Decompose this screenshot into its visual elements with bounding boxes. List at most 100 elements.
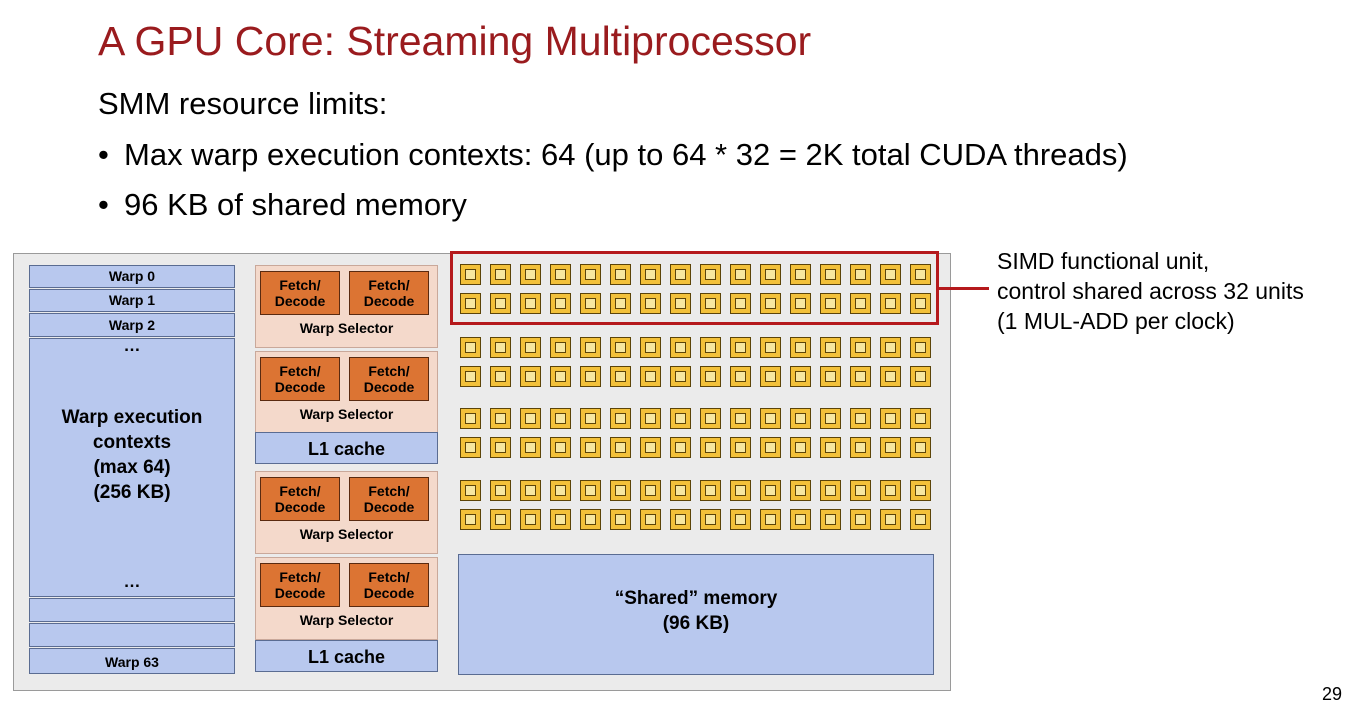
alu-unit (700, 293, 721, 314)
alu-unit (520, 264, 541, 285)
annotation-line: SIMD functional unit, (997, 248, 1210, 274)
bullet-warp-contexts: •Max warp execution contexts: 64 (up to … (98, 137, 1128, 173)
annotation-connector (939, 287, 989, 290)
alu-unit (460, 293, 481, 314)
alu-unit (790, 293, 811, 314)
alu-unit (520, 408, 541, 429)
alu-unit (700, 480, 721, 501)
fd-line: Fetch/ (279, 569, 321, 585)
alu-unit (550, 337, 571, 358)
fd-line: Fetch/ (368, 483, 410, 499)
alu-unit (790, 509, 811, 530)
alu-unit (760, 480, 781, 501)
alu-unit (640, 293, 661, 314)
alu-unit (700, 408, 721, 429)
fd-line: Decode (274, 585, 326, 601)
alu-unit (550, 480, 571, 501)
alu-unit (460, 408, 481, 429)
warp-scheduler-group: Fetch/Decode Fetch/Decode Warp Selector (255, 351, 438, 434)
alu-unit (910, 264, 931, 285)
fd-line: Decode (274, 293, 326, 309)
alu-unit (850, 480, 871, 501)
alu-unit (700, 366, 721, 387)
bullet-dot: • (98, 187, 109, 222)
alu-unit (700, 437, 721, 458)
warp-context-line: Warp execution (61, 407, 203, 428)
annotation-line: control shared across 32 units (997, 278, 1304, 304)
warp-scheduler-group: Fetch/Decode Fetch/Decode Warp Selector (255, 265, 438, 348)
fd-line: Fetch/ (368, 277, 410, 293)
alu-unit (490, 337, 511, 358)
alu-unit (490, 293, 511, 314)
fetch-decode-unit: Fetch/Decode (349, 271, 429, 315)
fetch-decode-unit: Fetch/Decode (260, 357, 340, 401)
alu-unit (520, 509, 541, 530)
alu-unit (670, 437, 691, 458)
fetch-decode-unit: Fetch/Decode (349, 477, 429, 521)
alu-unit (730, 366, 751, 387)
alu-unit (820, 293, 841, 314)
alu-unit (610, 366, 631, 387)
alu-unit (640, 509, 661, 530)
alu-unit (640, 437, 661, 458)
alu-unit (670, 366, 691, 387)
alu-unit (460, 337, 481, 358)
fd-line: Fetch/ (368, 569, 410, 585)
alu-unit (640, 337, 661, 358)
alu-unit (790, 264, 811, 285)
alu-unit (610, 264, 631, 285)
alu-unit (820, 366, 841, 387)
alu-unit (520, 480, 541, 501)
alu-unit (910, 366, 931, 387)
alu-unit (850, 437, 871, 458)
alu-unit (580, 509, 601, 530)
alu-unit (820, 264, 841, 285)
alu-unit (670, 480, 691, 501)
alu-unit (730, 509, 751, 530)
warp-context-line: (max 64) (93, 457, 171, 478)
simd-annotation: SIMD functional unit, control shared acr… (997, 246, 1304, 336)
alu-unit (820, 480, 841, 501)
alu-unit (850, 366, 871, 387)
alu-unit (490, 437, 511, 458)
alu-unit (880, 337, 901, 358)
warp-selector-label: Warp Selector (299, 612, 394, 628)
alu-unit (460, 480, 481, 501)
alu-unit (820, 509, 841, 530)
alu-unit (880, 509, 901, 530)
bullet-text: 96 KB of shared memory (124, 187, 467, 222)
warp-context-block (29, 338, 235, 597)
alu-unit (460, 366, 481, 387)
alu-unit (910, 480, 931, 501)
alu-unit (520, 293, 541, 314)
alu-unit (880, 293, 901, 314)
alu-unit (490, 480, 511, 501)
alu-unit (880, 408, 901, 429)
alu-unit (490, 509, 511, 530)
shared-memory-label: “Shared” memory (96 KB) (458, 586, 934, 636)
warp-selector-label: Warp Selector (299, 320, 394, 336)
alu-unit (460, 264, 481, 285)
fetch-decode-unit: Fetch/Decode (349, 563, 429, 607)
fd-line: Fetch/ (279, 483, 321, 499)
warp-scheduler-group: Fetch/Decode Fetch/Decode Warp Selector (255, 471, 438, 554)
warp-context-line: (256 KB) (93, 482, 171, 503)
page-number: 29 (1322, 684, 1343, 704)
alu-unit (790, 408, 811, 429)
alu-unit (610, 480, 631, 501)
alu-unit (850, 408, 871, 429)
alu-unit (520, 337, 541, 358)
annotation-line: (1 MUL-ADD per clock) (997, 308, 1235, 334)
alu-unit (640, 264, 661, 285)
alu-unit (790, 437, 811, 458)
fetch-decode-unit: Fetch/Decode (349, 357, 429, 401)
alu-unit (760, 293, 781, 314)
alu-unit (670, 337, 691, 358)
warp-0: Warp 0 (29, 265, 235, 288)
alu-unit (850, 509, 871, 530)
alu-unit (820, 408, 841, 429)
alu-unit (610, 408, 631, 429)
alu-unit (670, 408, 691, 429)
alu-unit (550, 293, 571, 314)
alu-unit (670, 509, 691, 530)
